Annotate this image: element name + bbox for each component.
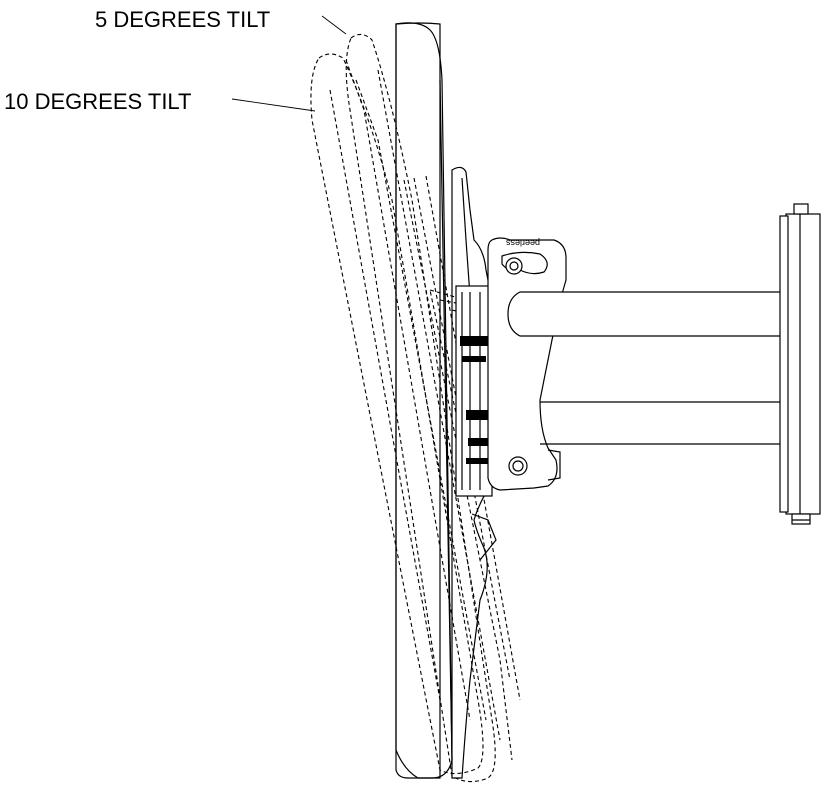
tv-rear-bracket [451,166,497,779]
bracket-logo: peerless [505,238,540,248]
wall-bolt-bottom [791,513,811,525]
tv-outline-upright [395,22,453,779]
leader-line-10-degrees [231,98,316,112]
extension-arm [507,291,783,445]
tilt-knob-upper [505,257,523,275]
leader-line-5-degrees [321,15,347,35]
mount-plate [455,285,493,497]
tilt-bracket: peerless [487,237,567,491]
label-5-degrees-tilt: 5 DEGREES TILT [95,7,270,32]
tv-outline-10-degrees [310,53,487,775]
tilt-knob-lower [508,456,528,476]
label-10-degrees-tilt: 10 DEGREES TILT [4,89,191,114]
wall-plate [779,203,821,525]
wall-bolt-top [793,203,809,215]
